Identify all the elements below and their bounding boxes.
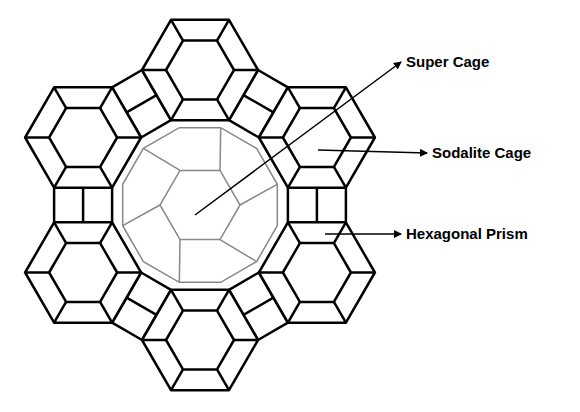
hexagonal-prism <box>288 188 346 223</box>
sodalite-face <box>166 41 234 100</box>
sodalite-face <box>166 311 234 370</box>
prism-edge <box>127 95 157 112</box>
sodalite-cage <box>25 222 141 322</box>
sodalite-face <box>283 243 351 302</box>
part-label: Super Cage <box>406 53 489 71</box>
sodalite-edge <box>234 339 258 342</box>
sodalite-edge <box>217 20 229 41</box>
sodalite-edge <box>54 167 66 188</box>
super-cage-edge <box>220 240 257 262</box>
sodalite-edge <box>54 222 66 243</box>
sodalite-edge <box>142 339 166 342</box>
prism-edge <box>244 298 274 315</box>
super-cage-edge <box>219 128 221 171</box>
leader-line <box>318 150 427 153</box>
sodalite-cage <box>25 87 141 187</box>
prism-edge <box>316 188 319 223</box>
sodalite-cage <box>259 87 375 187</box>
sodalite-edge <box>259 271 283 274</box>
sodalite-edge <box>25 136 49 139</box>
sodalite-edge <box>288 222 300 243</box>
sodalite-edge <box>351 271 375 274</box>
sodalite-cage <box>259 222 375 322</box>
sodalite-edge <box>288 302 300 323</box>
sodalite-edge <box>25 271 49 274</box>
super-cage-edge <box>143 148 180 170</box>
sodalite-edge <box>142 69 166 72</box>
super-cage-edge <box>240 184 277 205</box>
sodalite-face <box>283 108 351 167</box>
super-cage-drawing <box>123 128 278 283</box>
sodalite-edge <box>171 369 183 390</box>
super-cage-edge <box>123 205 160 226</box>
sodalite-edge <box>217 290 229 311</box>
sodalite-edge <box>100 167 112 188</box>
sodalite-edge <box>171 20 183 41</box>
leader-lines <box>195 62 427 234</box>
prism-edge <box>127 298 157 315</box>
super-cage-inner <box>160 170 240 239</box>
sodalite-edge <box>234 69 258 72</box>
leader-line <box>325 233 401 235</box>
part-label: Hexagonal Prism <box>406 225 528 243</box>
sodalite-face <box>49 243 117 302</box>
sodalite-edge <box>334 302 346 323</box>
sodalite-edge <box>117 136 141 139</box>
sodalite-edge <box>54 87 66 108</box>
sodalite-edge <box>117 271 141 274</box>
sodalite-edge <box>171 99 183 120</box>
prism-edge <box>244 95 274 112</box>
sodalite-edge <box>334 222 346 243</box>
sodalite-edge <box>100 87 112 108</box>
leader-line <box>195 62 401 215</box>
hexagonal-prism <box>54 188 112 223</box>
super-cage-edge <box>179 240 181 283</box>
sodalite-edge <box>100 302 112 323</box>
sodalite-edge <box>334 167 346 188</box>
sodalite-edge <box>171 290 183 311</box>
sodalite-edge <box>217 99 229 120</box>
sodalite-edge <box>351 136 375 139</box>
sodalite-edge <box>288 87 300 108</box>
sodalite-cage <box>142 290 258 390</box>
sodalite-edge <box>259 136 283 139</box>
sodalite-edge <box>54 302 66 323</box>
sodalite-cage <box>142 20 258 120</box>
super-cage-ring <box>123 128 278 283</box>
sodalite-face <box>49 108 117 167</box>
prism-edge <box>82 188 85 223</box>
part-label: Sodalite Cage <box>432 144 531 162</box>
sodalite-edge <box>288 167 300 188</box>
sodalite-edge <box>100 222 112 243</box>
sodalite-edge <box>217 369 229 390</box>
sodalite-cages <box>25 20 375 390</box>
